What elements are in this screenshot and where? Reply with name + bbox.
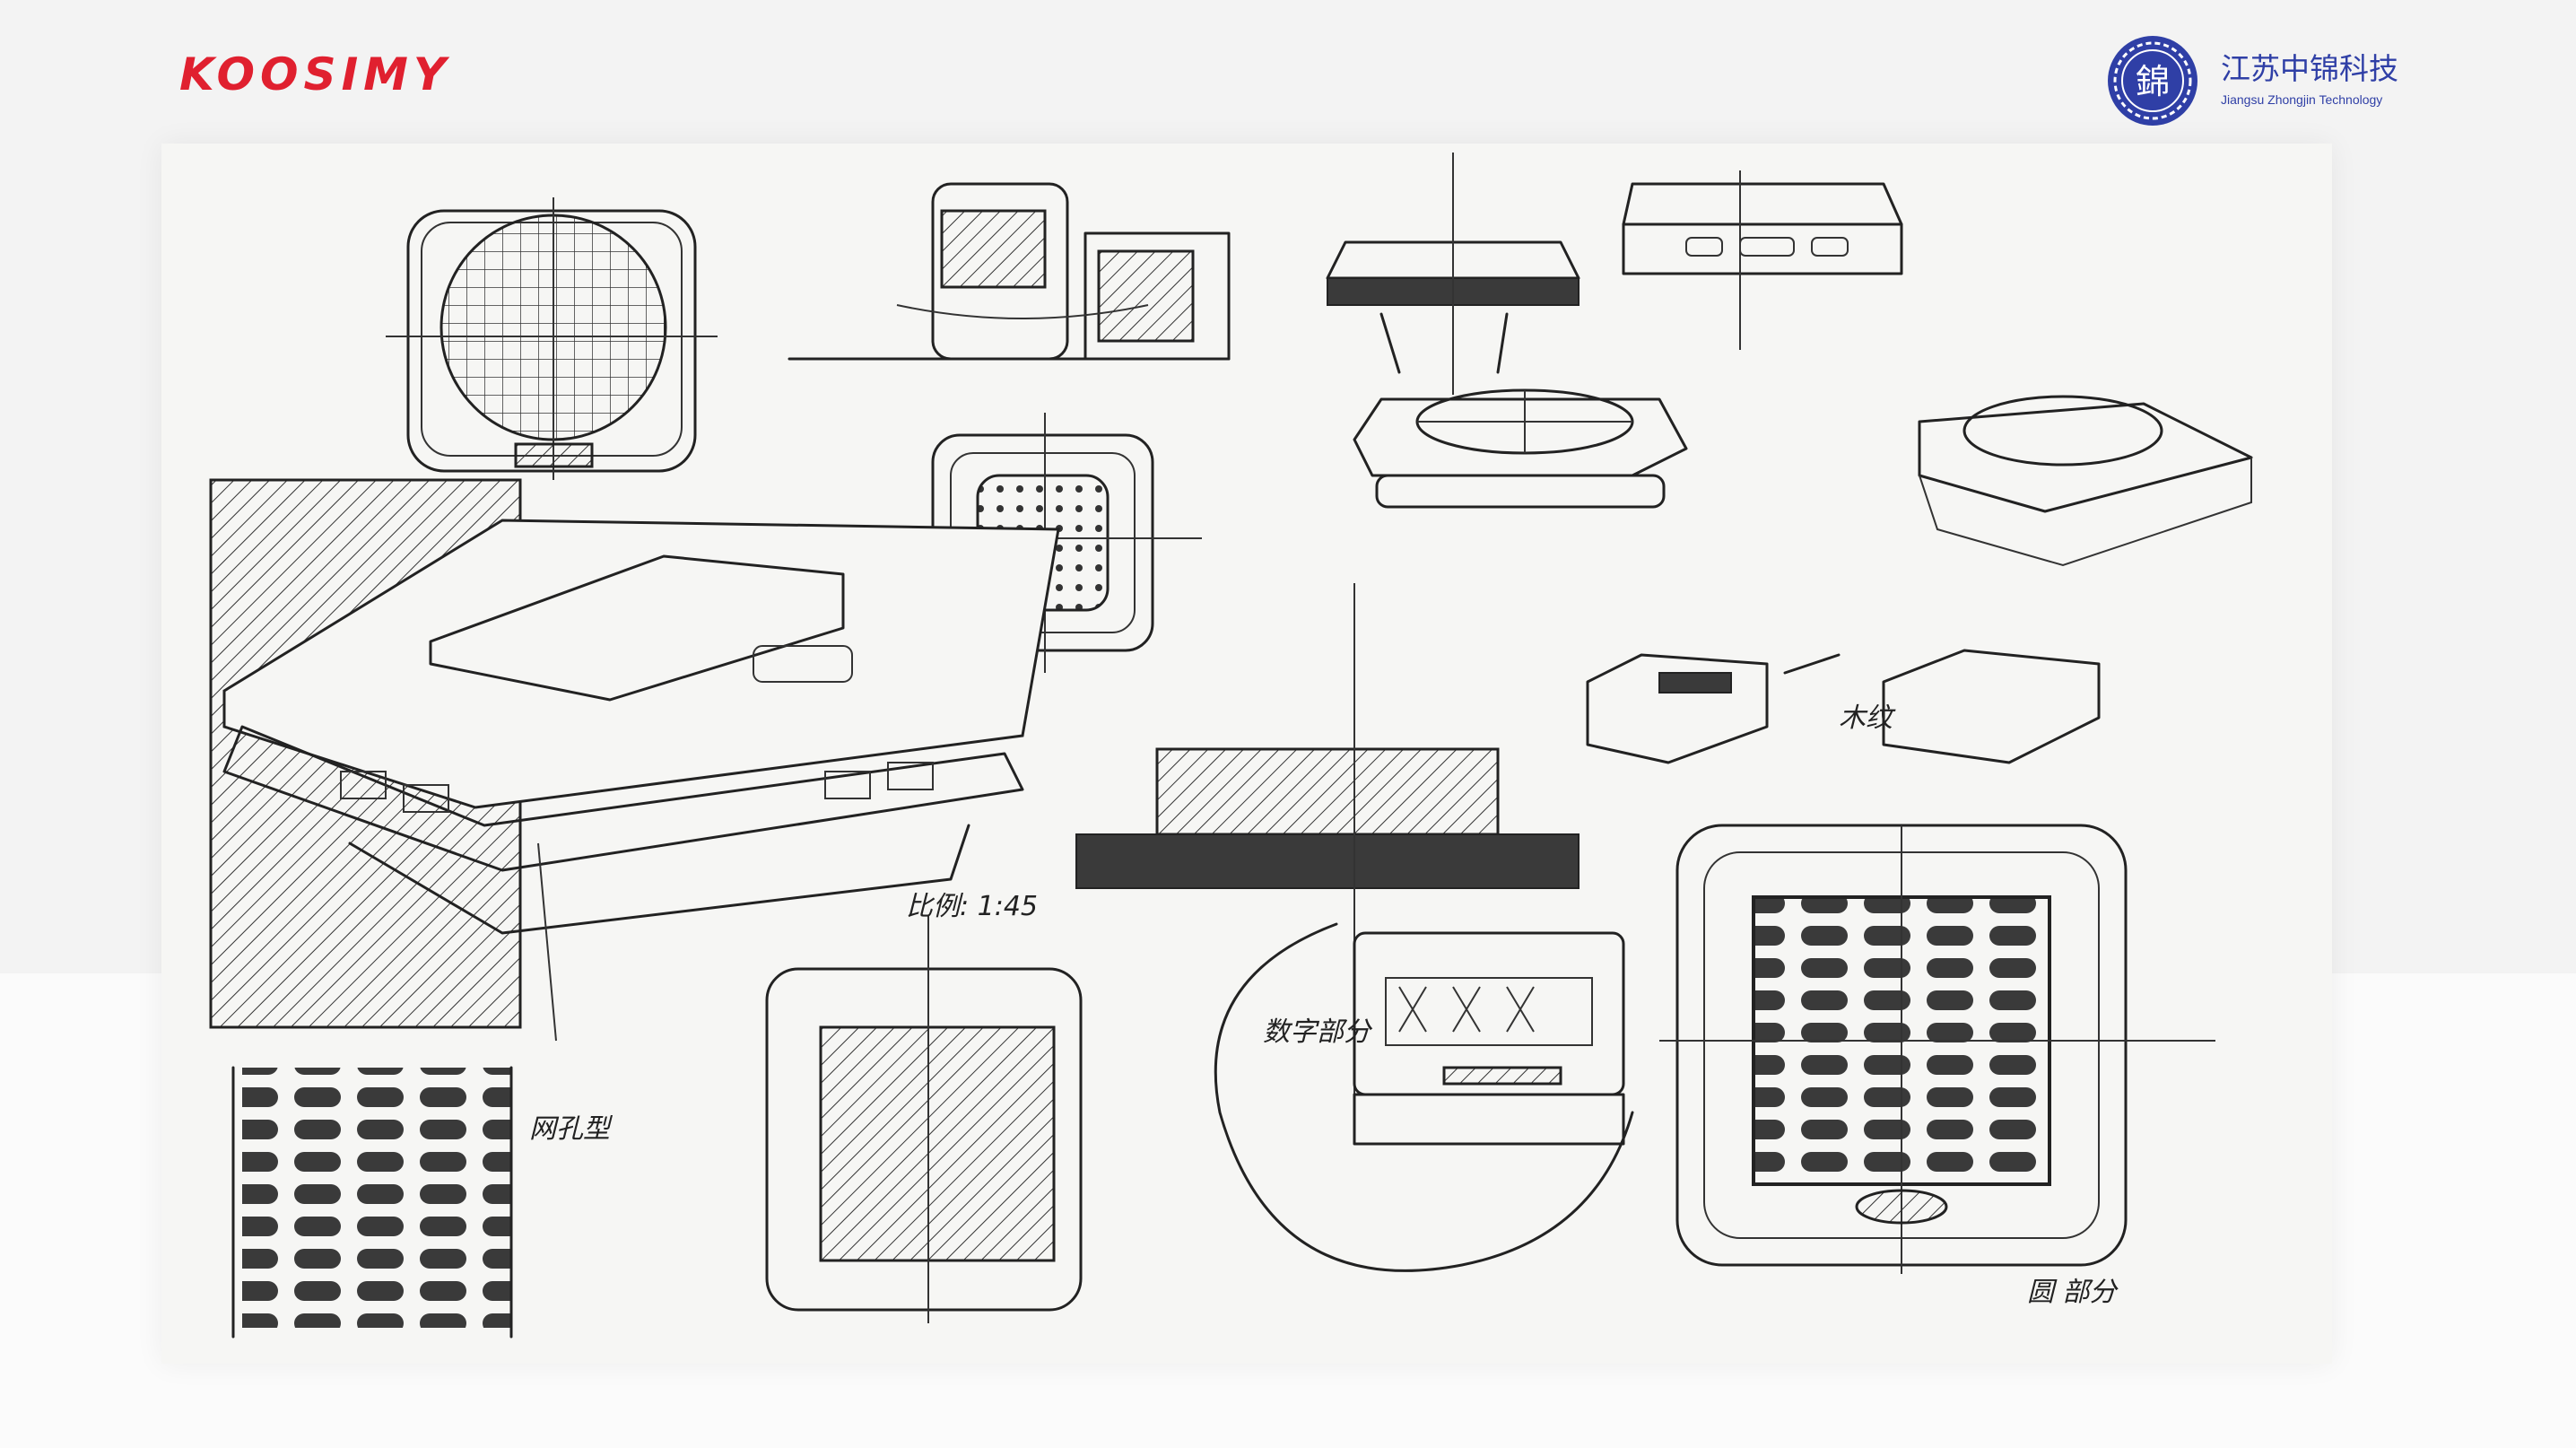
sketch-drawing: 网孔型 比例: 1:45 数字部分 圆 部分 木纹 xyxy=(209,153,2253,1339)
perspective-round-top-units xyxy=(1353,388,2253,567)
zhongjin-logo: 錦 江苏中锦科技 Jiangsu Zhongjin Technology xyxy=(2106,34,2402,127)
partner-name-cn: 江苏中锦科技 xyxy=(2221,51,2398,86)
square-front-view-scaled xyxy=(765,915,1083,1323)
koosimy-logo: KOOSIMY xyxy=(179,48,452,100)
vent-slot-detail xyxy=(231,1066,513,1339)
section-and-display-detail xyxy=(1075,583,1634,1272)
ceiling-profile-views xyxy=(1326,153,1903,395)
main-perspective-grille-unit xyxy=(209,478,1060,1042)
front-view-round-grille xyxy=(386,197,718,480)
woodgrain-variant-units xyxy=(1586,649,2101,764)
note-circle-part: 圆 部分 xyxy=(2027,1277,2119,1308)
seal-glyph: 錦 xyxy=(2136,62,2170,101)
note-material: 木纹 xyxy=(1839,702,1896,734)
note-vent-type: 网孔型 xyxy=(529,1113,614,1145)
side-view-units xyxy=(788,182,1231,361)
note-display-section: 数字部分 xyxy=(1263,1016,1373,1048)
product-sketch-board: 网孔型 比例: 1:45 数字部分 圆 部分 木纹 xyxy=(161,144,2332,1364)
note-scale: 比例: 1:45 xyxy=(906,891,1038,922)
square-slot-grille-unit xyxy=(1659,824,2215,1274)
zhongjin-seal-icon: 錦 xyxy=(2108,36,2197,126)
partner-name-en: Jiangsu Zhongjin Technology xyxy=(2221,92,2383,107)
